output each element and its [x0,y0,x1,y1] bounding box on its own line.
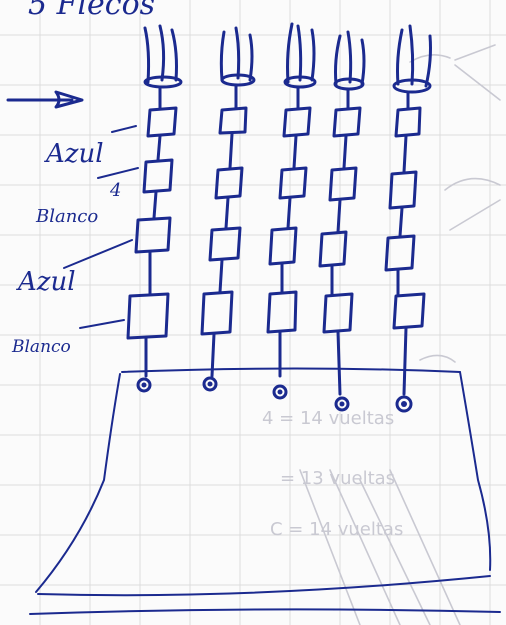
fringe-strand-5 [384,24,432,413]
leader-line-azul-lower [63,239,133,269]
fringe-strand-2 [200,26,256,392]
leader-line-azul-top [111,125,137,133]
pointer-arrow-icon [6,90,84,109]
fringe-strand-3 [266,22,317,400]
label-blanco-lower: Blanco [11,337,71,357]
label-azul-top: Azul [44,139,104,169]
fringe-strand-1 [126,24,183,393]
label-blanco-upper: Blanco [35,206,98,227]
ghost-note-2: = 13 vueltas [280,468,395,489]
leader-line-blanco-lower [79,319,125,329]
color-annotations: Azul 4 Blanco Azul Blanco [11,125,139,357]
fringe-strand-4 [318,30,366,412]
header-scrawl: 5 Flecos [28,0,155,22]
fabric-base [29,367,501,615]
bleed-through-marks: 4 = 14 vueltas = 13 vueltas C = 14 vuelt… [262,44,501,625]
label-number-4: 4 [109,180,121,201]
ghost-note-1: 4 = 14 vueltas [262,408,394,429]
label-azul-lower: Azul [16,267,76,297]
ghost-note-3: C = 14 vueltas [270,519,403,540]
